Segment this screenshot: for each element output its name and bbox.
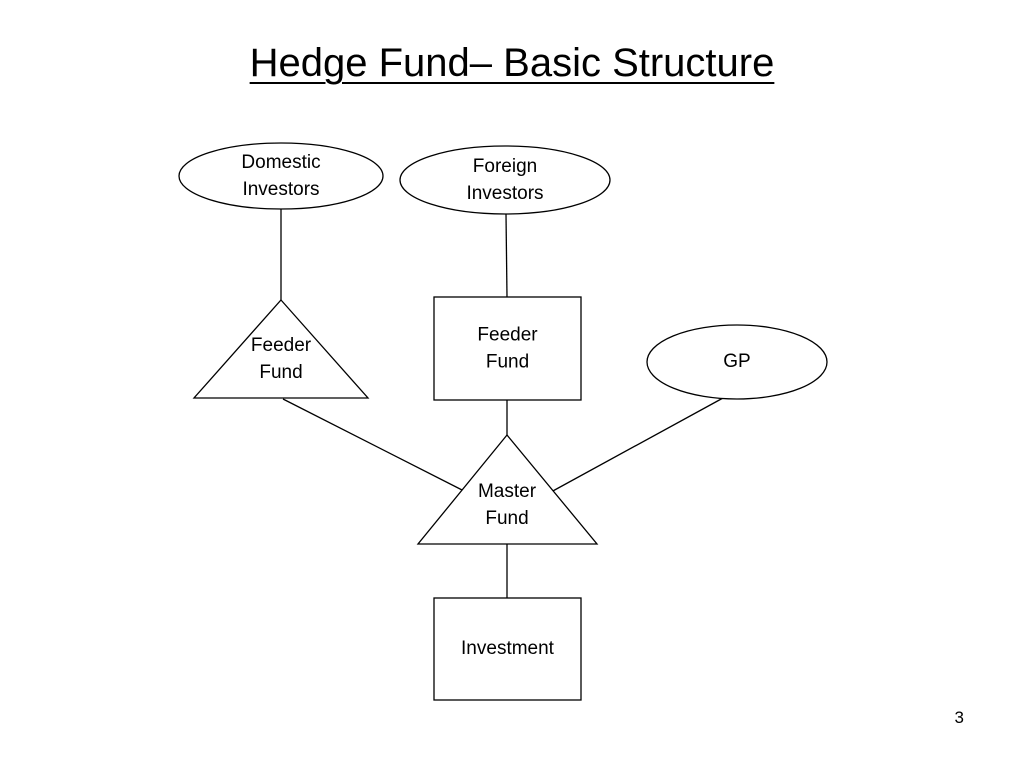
label-feeder-fund-domestic-line1: Feeder (251, 335, 312, 356)
label-feeder-fund-foreign-line1: Feeder (477, 325, 538, 346)
triangle-master-fund[interactable] (416, 433, 599, 545)
ellipse-foreign-investors[interactable] (399, 145, 611, 215)
triangle-feeder-fund-domestic[interactable] (192, 299, 370, 399)
ellipse-gp[interactable] (646, 324, 828, 400)
label-gp-line1: GP (723, 351, 750, 372)
label-foreign-investors-line2: Investors (466, 183, 543, 204)
label-master-fund-line1: Master (478, 481, 537, 502)
label-feeder-fund-foreign-line2: Fund (486, 352, 529, 373)
label-master-fund-line2: Fund (485, 508, 528, 529)
rectangle-feeder-fund-foreign[interactable] (433, 296, 582, 401)
page-number: 3 (954, 708, 964, 727)
label-foreign-investors-line1: Foreign (473, 156, 537, 177)
node-investment[interactable]: Investment (433, 597, 582, 701)
page-title-text: Hedge Fund– Basic Structure (249, 41, 775, 85)
label-domestic-investors-line1: Domestic (241, 152, 320, 173)
connector-layer (280, 209, 724, 598)
node-layer: DomesticInvestorsForeignInvestorsFeederF… (178, 142, 828, 701)
ellipse-domestic-investors[interactable] (178, 142, 384, 210)
label-investment-line1: Investment (461, 638, 555, 659)
rectangle-investment[interactable] (433, 597, 582, 701)
connector-foreign-to-feeder-rect (505, 213, 508, 298)
page-title: Hedge Fund– Basic Structure (0, 40, 1024, 86)
label-feeder-fund-domestic-line2: Fund (259, 362, 302, 383)
connector-feeder-triangle-to-master (282, 398, 467, 493)
connector-gp-to-master (550, 397, 724, 493)
label-domestic-investors-line2: Investors (242, 179, 319, 200)
node-gp[interactable]: GP (646, 324, 828, 400)
